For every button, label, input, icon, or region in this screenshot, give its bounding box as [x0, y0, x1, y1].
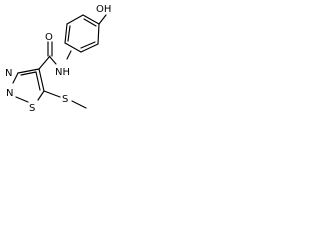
hydroxyl-bond	[98, 14, 107, 25]
ring-bond	[37, 90, 45, 101]
amide-c-n-bond	[49, 56, 57, 65]
ring-nitrogen-2-label: N	[6, 88, 13, 99]
ring-nitrogen-1-label: N	[5, 68, 12, 79]
phenol-ring	[64, 14, 100, 53]
amide-ring-bond	[38, 55, 51, 70]
ring-bond	[80, 43, 99, 53]
ring-bond	[97, 23, 100, 45]
ring-double-bond	[20, 71, 37, 76]
ring-bond	[15, 96, 29, 103]
ring-s-bond	[43, 90, 61, 98]
ring-bond	[82, 14, 100, 25]
thiadiazole-ring	[12, 68, 45, 103]
ring-sulfur-label: S	[29, 103, 35, 114]
ring-bond	[66, 14, 84, 25]
carbonyl-oxygen-label: O	[45, 32, 53, 43]
ring-bond	[64, 42, 82, 53]
ring-double-bond	[67, 25, 71, 42]
amide-nh-label: NH	[55, 67, 70, 78]
ring-double-bond	[83, 18, 97, 27]
ring-bond	[64, 23, 68, 44]
methyl-bond	[71, 100, 87, 109]
hydroxyl-label: OH	[96, 4, 111, 15]
ring-double-bond	[80, 41, 96, 49]
ring-bond	[17, 68, 40, 74]
molecule-structure: OH NH O N N S S	[5, 4, 111, 114]
ring-double-bond	[35, 71, 41, 91]
ring-bond	[12, 72, 19, 84]
thioether-sulfur-label: S	[62, 94, 68, 105]
n-aryl-bond	[66, 50, 72, 60]
ring-bond	[38, 68, 45, 92]
